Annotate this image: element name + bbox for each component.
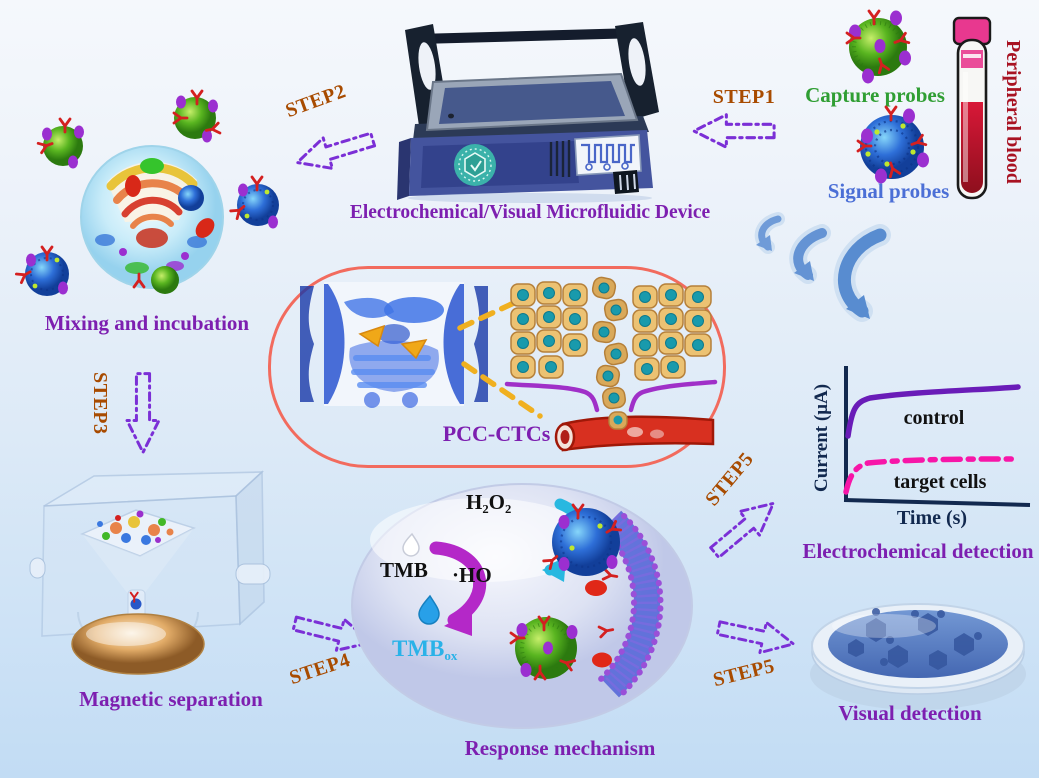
peripheral-blood-label: Peripheral blood <box>1002 40 1024 184</box>
chart-x-axis-label: Time (s) <box>896 507 968 529</box>
abdomen-xray-illustration <box>300 282 488 408</box>
response-mechanism-illustration <box>351 483 693 729</box>
blood-tube-icon <box>952 16 992 200</box>
free-signal-probes <box>14 175 279 296</box>
pcc-ctcs-label: PCC-CTCs <box>442 421 551 446</box>
control-series-label: control <box>904 407 965 429</box>
magnetic-separation-illustration <box>29 470 271 675</box>
step3-label: STEP3 <box>89 372 111 435</box>
zoom-connector-lines <box>457 299 543 419</box>
device-caption: Electrochemical/Visual Microfluidic Devi… <box>349 202 711 223</box>
electrochemical-detection-label: Electrochemical detection <box>802 539 1034 563</box>
magnetic-separation-label: Magnetic separation <box>79 687 263 711</box>
control-curve <box>845 384 1021 439</box>
blood-vessel <box>554 411 715 452</box>
visual-detection-dish-illustration <box>810 603 1026 710</box>
target-cells-series-label: target cells <box>894 471 987 493</box>
pcc-ctcs-pill <box>268 266 726 468</box>
signal-probe-icon <box>856 105 929 184</box>
target-cells-curve <box>843 456 1015 495</box>
response-mechanism-label: Response mechanism <box>464 736 656 760</box>
membrane-arc <box>597 510 664 698</box>
h2o2-text: H₂O₂ <box>466 490 512 514</box>
pancreas-arrows <box>358 324 428 360</box>
tmb-to-tmbox-arrow <box>429 541 487 627</box>
molecule-motifs <box>848 608 982 670</box>
epithelial-cells <box>510 276 712 410</box>
tmb-text: TMB <box>380 558 428 582</box>
magnet-disc <box>71 613 205 675</box>
step1-arrow-icon <box>688 110 780 152</box>
mixing-incubation-label: Mixing and incubation <box>44 311 250 335</box>
step1-label: STEP1 <box>712 86 776 108</box>
basement-membrane <box>504 379 718 413</box>
tmbox-droplet-icon <box>418 594 440 625</box>
step3-arrow-icon <box>122 368 164 458</box>
device-right-handle <box>615 22 659 120</box>
ho-radical-text: ·HO <box>452 563 492 587</box>
response-capture-probe <box>509 615 578 681</box>
response-signal-probe <box>542 503 623 576</box>
tumor-tissue-illustration <box>504 276 718 452</box>
capture-probe-icon <box>845 9 911 84</box>
tmbox-subscript: ox <box>444 648 458 663</box>
tmb-droplet-icon <box>402 532 420 557</box>
capture-probes-label: Capture probes <box>805 83 945 107</box>
microfluidic-device-illustration <box>397 22 659 203</box>
step2-arrow-icon <box>286 118 384 184</box>
device-tablet <box>425 72 639 132</box>
red-cell <box>592 652 612 668</box>
tmbox-text: TMBox <box>392 636 457 664</box>
cell-bound-probes <box>125 175 215 294</box>
flow-swoosh-arrows-icon <box>754 212 891 322</box>
device-microchip <box>549 134 642 194</box>
signal-probes-label: Signal probes <box>827 179 950 203</box>
device-logo <box>454 144 496 186</box>
step5b-label: STEP5 <box>710 654 777 692</box>
red-cell <box>585 580 607 596</box>
tmbox-base: TMB <box>392 636 445 661</box>
amperometric-chart: control target cells <box>843 366 1031 507</box>
cell-incubation-illustration <box>14 89 279 296</box>
visual-detection-label: Visual detection <box>838 701 982 725</box>
free-capture-probes <box>36 89 222 169</box>
x-axis <box>843 498 1031 507</box>
